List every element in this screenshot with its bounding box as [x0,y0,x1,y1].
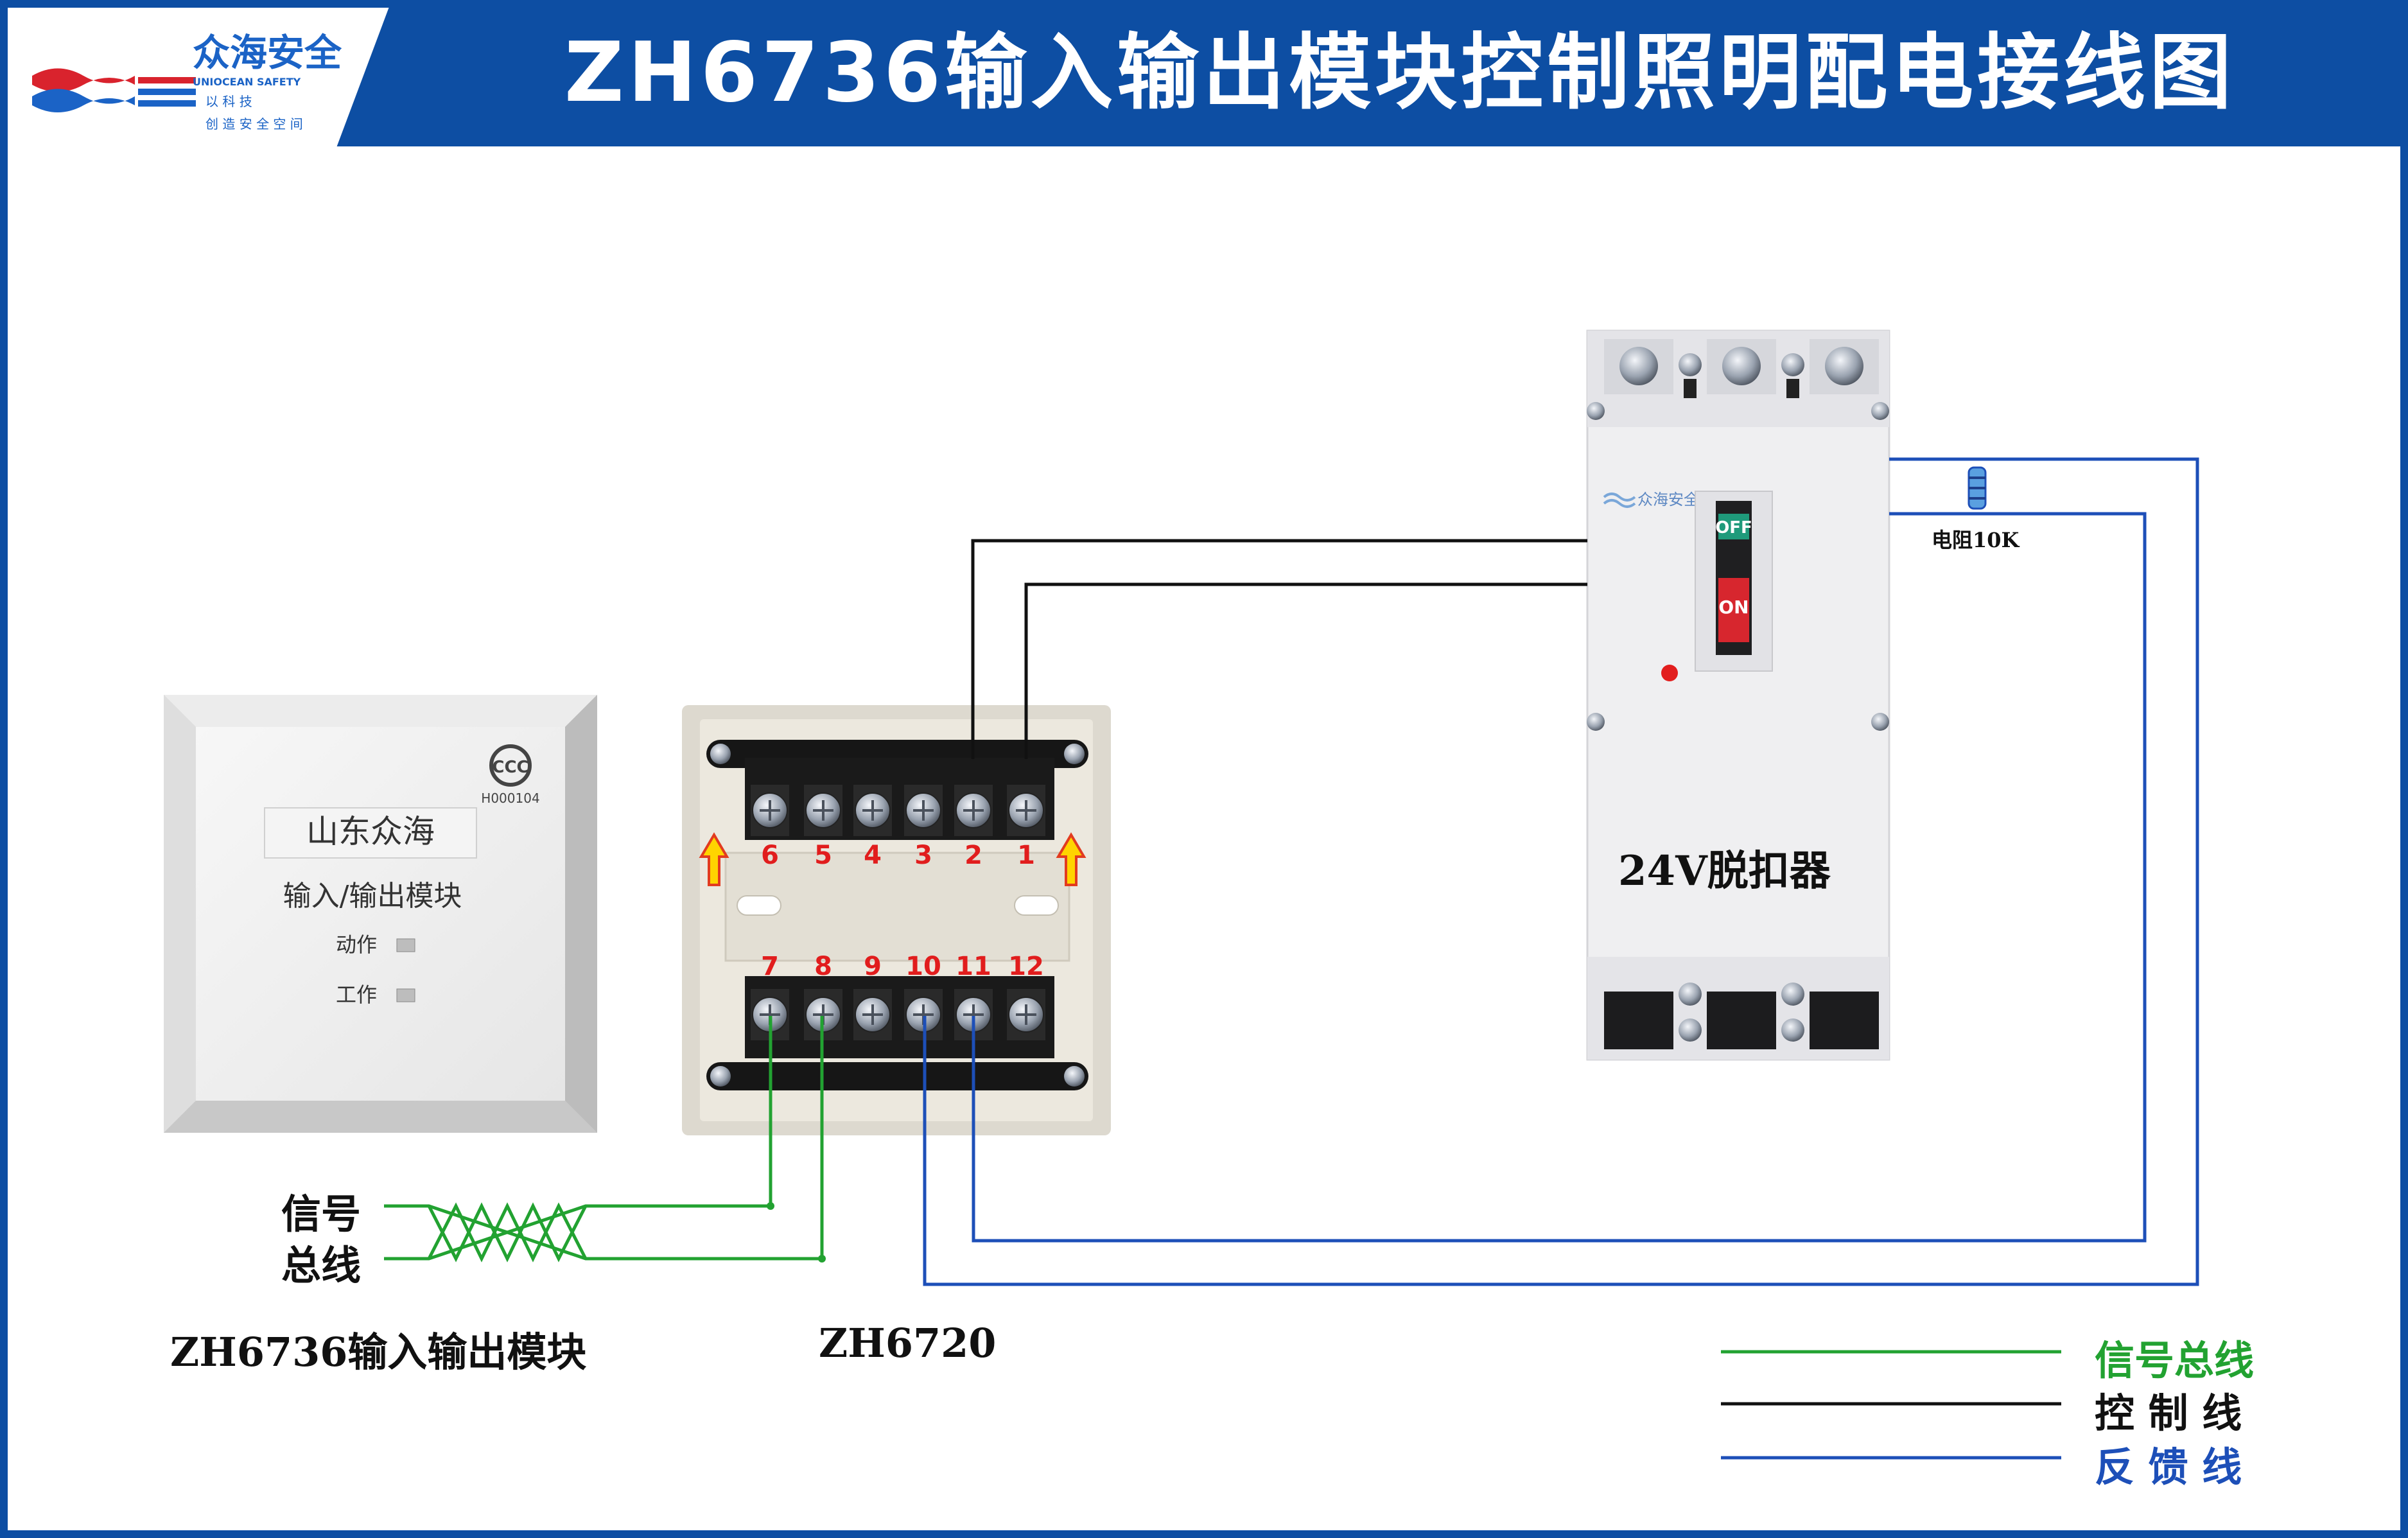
terminal-number-3: 3 [914,841,932,870]
terminal-number-6: 6 [761,841,779,870]
top-terminal-numbers: 6 5 4 3 2 1 [761,841,1035,870]
cert-code: H000104 [481,791,539,806]
breaker-caption: 24V脱扣器 [1618,847,1831,895]
breaker-off-label: OFF [1715,518,1752,537]
module-nameplate-text: 山东众海 [306,813,435,850]
terminal-number-1: 1 [1017,841,1035,870]
terminal-screw-5 [804,785,842,836]
resistor-icon [1967,466,1987,510]
breaker-brand-logo [1603,493,1636,508]
control-wires [971,539,1587,759]
terminal-number-4: 4 [864,841,882,870]
module-nameplate [264,807,477,859]
terminal-number-7: 7 [761,952,779,981]
breaker-toggle-handle[interactable] [1718,578,1749,642]
terminal-number-8: 8 [814,952,832,981]
breaker-brand: 众海安全 [1637,491,1699,509]
resistor-label: 电阻10K [1932,528,2020,552]
logo-brand-cn: 众海安全 [193,31,342,74]
terminal-base: 6 5 4 3 2 1 7 8 9 10 11 12 [682,705,1111,1135]
top-terminal-screws [751,785,1045,836]
up-arrow-icon [699,832,729,886]
terminal-screw-6 [751,785,789,836]
legend-label-signal: 信号总线 [2095,1337,2255,1384]
feedback-wire-terminal-10 [972,512,2147,1243]
base-caption: ZH6720 [819,1320,997,1367]
breaker-body [1586,329,1890,1061]
signal-twist-d [427,1202,588,1263]
signal-bus-label-1: 信号 [281,1191,362,1237]
header-bar [0,0,2408,146]
control-wire-terminal-1 [1024,582,1587,759]
terminal-number-10: 10 [905,952,941,981]
feedback-wires [923,457,2199,1286]
terminal-number-5: 5 [814,841,832,870]
module-title: 输入/输出模块 [283,880,462,913]
up-arrow-icon [1056,832,1086,886]
legend-label-feedback: 反 馈 线 [2095,1444,2242,1490]
breaker-test-button[interactable] [1661,665,1678,681]
logo-slogan-2: 创 造 安 全 空 间 [205,116,303,132]
terminal-number-12: 12 [1008,952,1044,981]
terminal-screw-12 [1007,989,1045,1040]
feedback-wire-terminal-9 [923,457,2199,1286]
led-action-indicator [396,938,415,952]
legend-lines [1721,1350,2061,1460]
logo-brand-en: UNIOCEAN SAFETY [193,76,301,88]
terminal-screw-1 [1007,785,1045,836]
led-work-indicator [396,988,415,1002]
brand-logo: 众海安全 UNIOCEAN SAFETY 以 科 技 创 造 安 全 空 间 [32,31,342,132]
module-face [196,727,565,1101]
module-caption: ZH6736输入输出模块 [170,1329,587,1376]
page-title: ZH6736输入输出模块控制照明配电接线图 [564,25,2236,121]
terminal-screw-2 [954,785,993,836]
wave-logo-icon [32,68,196,112]
signal-bus-wires [384,1016,824,1263]
terminal-number-11: 11 [955,952,991,981]
signal-bus-label-2: 总线 [281,1242,362,1289]
breaker-top-terminals [1604,339,1879,398]
logo-panel: 众海安全 UNIOCEAN SAFETY 以 科 技 创 造 安 全 空 间 [0,0,392,146]
terminal-screw-3 [904,785,943,836]
control-wire-terminal-2 [971,539,1587,759]
svg-text:CCC: CCC [492,758,528,777]
logo-slogan-1: 以 科 技 [205,94,252,109]
circuit-breaker: 众海安全 OFF ON [1586,329,1890,1061]
io-module: 山东众海 输入/输出模块 动作 工作 CCC H000104 [164,695,597,1133]
breaker-bottom-terminals [1604,983,1879,1049]
terminal-number-9: 9 [864,952,882,981]
bottom-terminal-numbers: 7 8 9 10 11 12 [761,952,1044,981]
terminal-screw-4 [853,785,892,836]
led-work-label: 工作 [336,983,377,1007]
terminal-number-2: 2 [964,841,982,870]
ccc-mark-icon: CCC [489,744,532,787]
led-action-label: 动作 [336,932,377,957]
legend-label-control: 控 制 线 [2095,1390,2242,1437]
signal-twist-c [427,1202,588,1263]
breaker-on-label: ON [1718,597,1749,618]
breaker-off-window [1718,514,1749,539]
signal-twist-b [384,1204,610,1261]
terminal-screw-9 [853,989,892,1040]
